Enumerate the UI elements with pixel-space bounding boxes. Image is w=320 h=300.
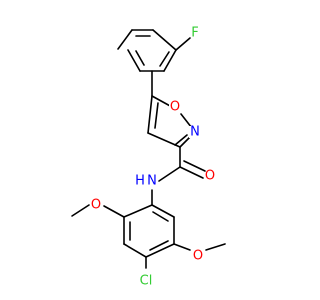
- bond: [117, 29, 133, 50]
- bond: [179, 166, 204, 179]
- molecule-diagram: F O N O N H O O Cl: [71, 26, 226, 289]
- bond: [152, 29, 177, 51]
- bond: [205, 243, 226, 251]
- chlorine-label: Cl: [140, 274, 153, 289]
- bond: [159, 51, 170, 67]
- bond: [163, 49, 177, 72]
- bond: [149, 240, 169, 251]
- bond: [147, 95, 153, 134]
- bond: [173, 243, 191, 251]
- methoxy-oxygen-left-label: O: [91, 198, 101, 213]
- isoxazole-oxygen-label: O: [170, 100, 180, 115]
- bond: [175, 37, 191, 51]
- chlorodimethoxyphenyl-ring: [123, 204, 175, 258]
- bond: [103, 205, 125, 218]
- carbonyl-oxygen-label: O: [205, 169, 215, 184]
- isoxazole-ring: [147, 95, 196, 148]
- bond: [145, 243, 175, 258]
- bond: [127, 49, 141, 72]
- bond: [135, 50, 145, 66]
- fluorophenyl-ring: [117, 29, 191, 72]
- bond: [71, 204, 90, 217]
- bond: [158, 166, 181, 182]
- isoxazole-nitrogen-label: N: [190, 125, 200, 140]
- bond: [152, 211, 169, 222]
- amide-hydrogen-label: H: [135, 174, 145, 189]
- bond: [174, 134, 188, 146]
- methoxy-oxygen-right-label: O: [193, 249, 203, 264]
- bond: [151, 95, 173, 108]
- bond: [183, 160, 206, 172]
- fluorine-label: F: [191, 26, 198, 41]
- bond: [151, 204, 175, 218]
- bond: [154, 102, 159, 129]
- structure-svg: F O N O N H O O Cl: [71, 26, 226, 289]
- bond: [123, 243, 147, 258]
- bond: [123, 204, 153, 218]
- bond: [147, 132, 181, 148]
- amide-nitrogen-label: N: [147, 174, 157, 189]
